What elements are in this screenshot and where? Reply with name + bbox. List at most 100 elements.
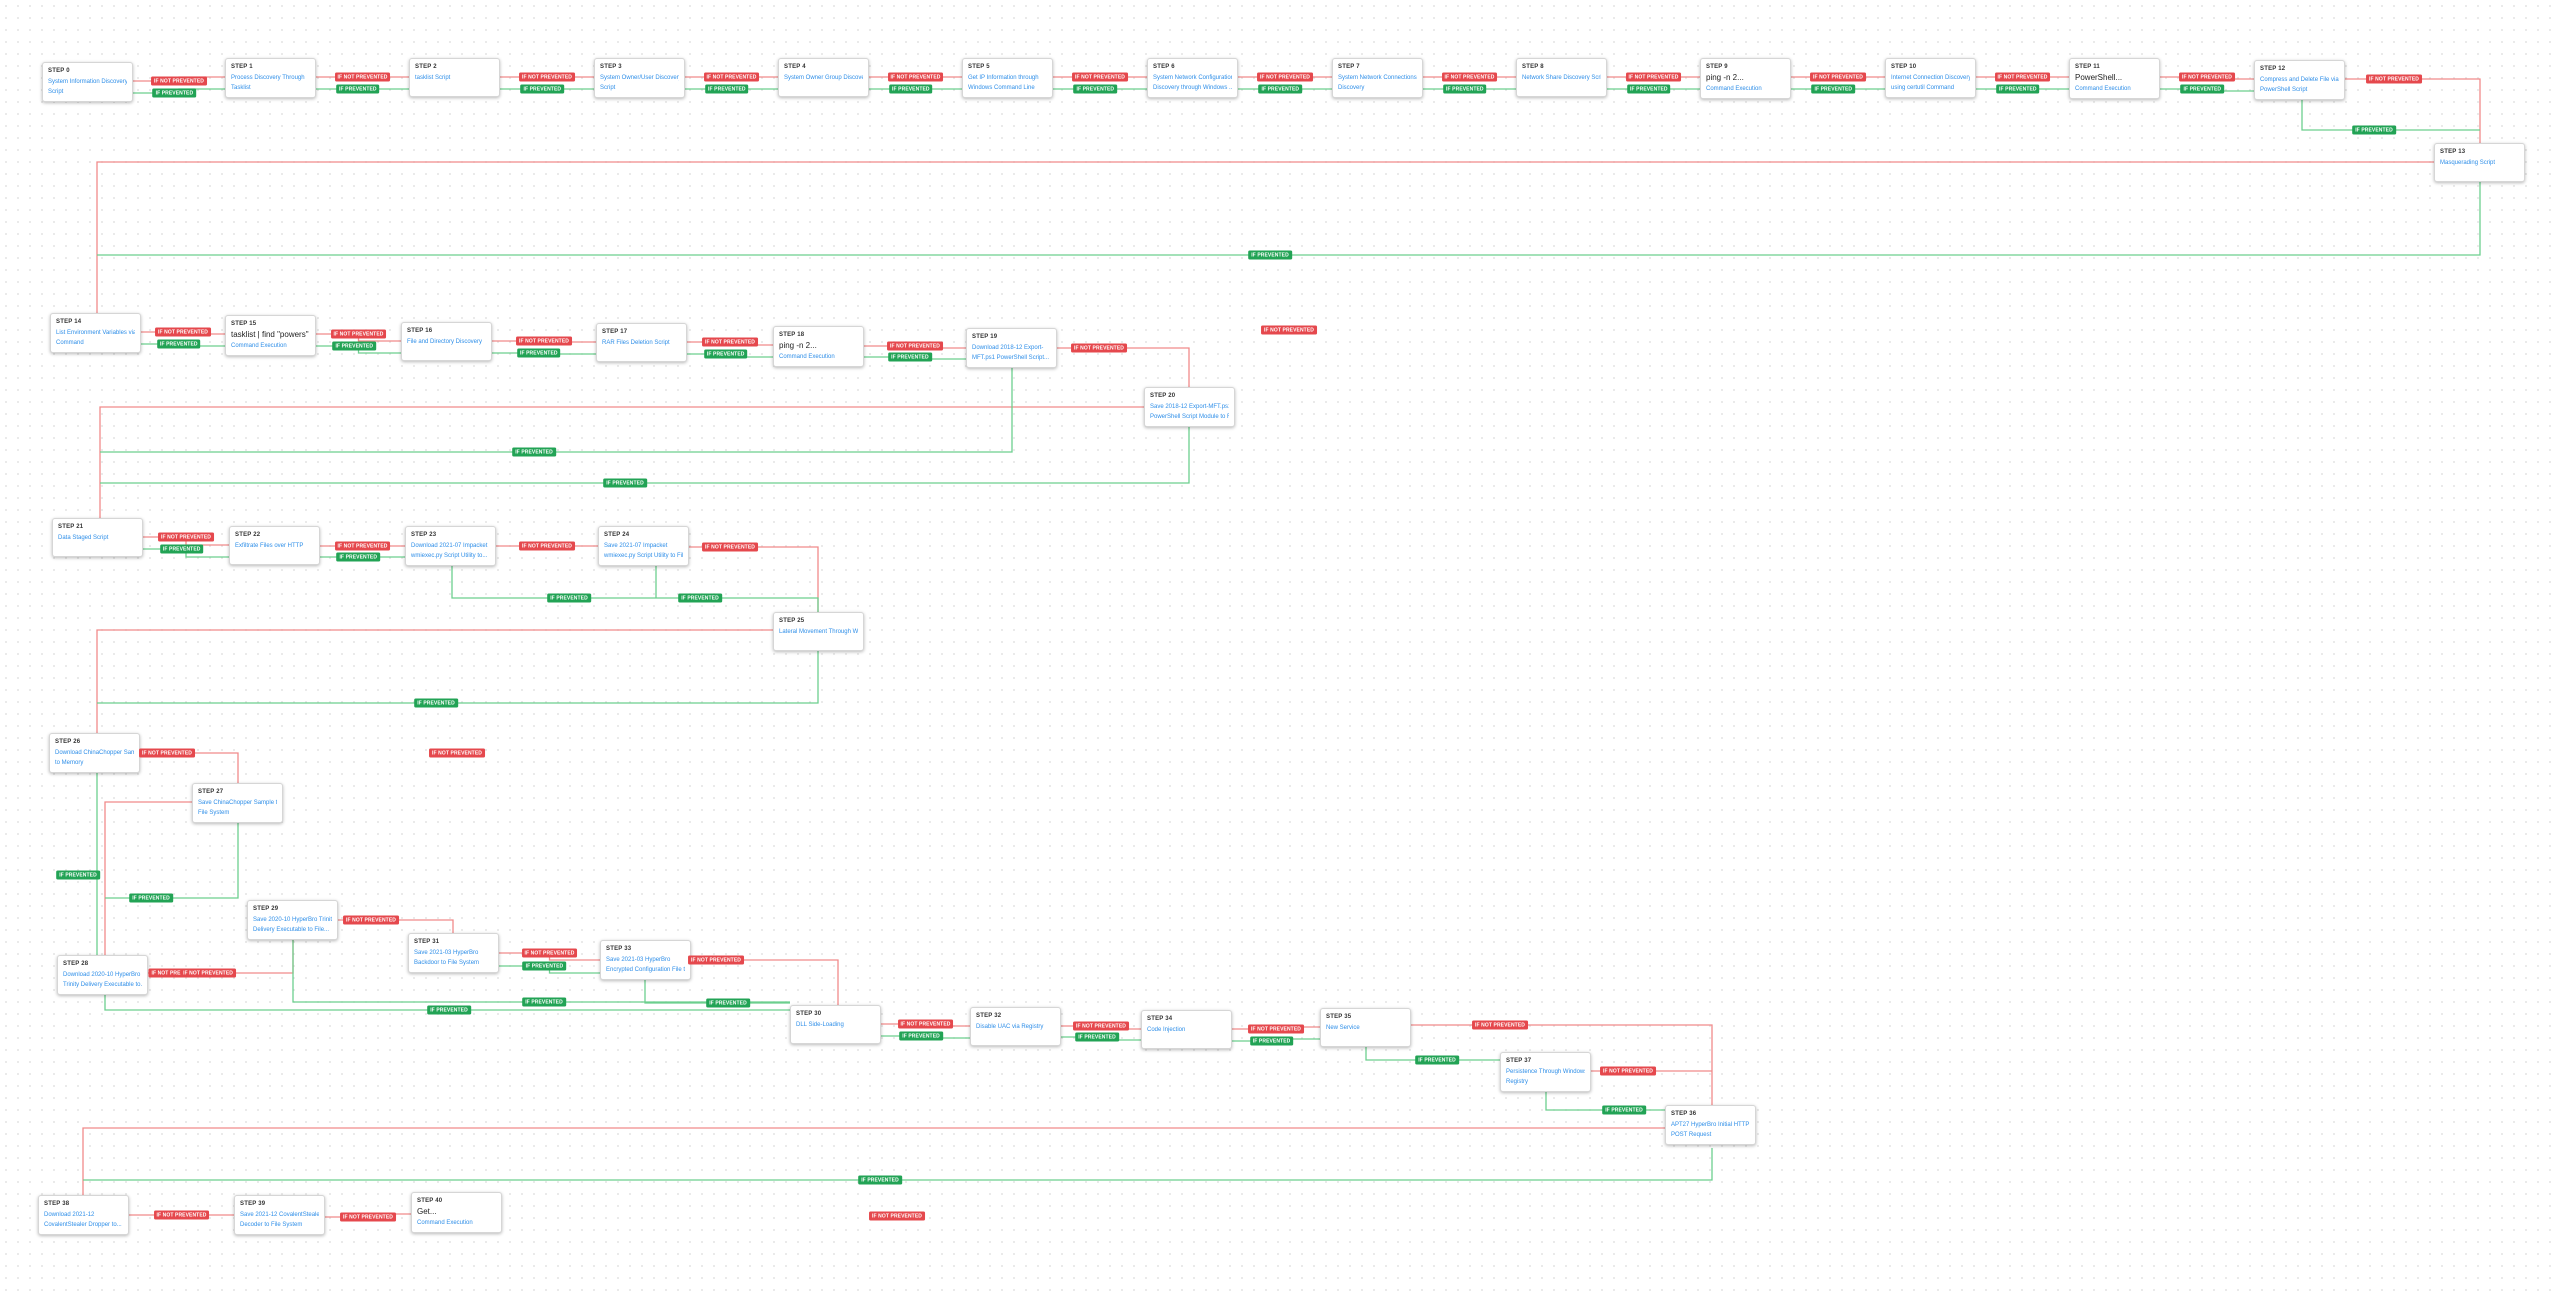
step-description-line2[interactable]: PowerShell Script <box>2260 87 2308 93</box>
step-description[interactable]: System Owner Group Discovery <box>784 75 863 81</box>
step-description[interactable]: Save 2021-03 HyperBro <box>606 957 671 963</box>
step-description[interactable]: Save 2020-10 HyperBro Trinity <box>253 917 332 923</box>
step-description-line2[interactable]: File System <box>198 810 230 816</box>
step-description[interactable]: Save 2021-12 CovalentStealer <box>240 1212 319 1218</box>
step-description[interactable]: Download 2021-12 <box>44 1212 95 1218</box>
step-description[interactable]: Command Execution <box>231 343 287 349</box>
step-description[interactable]: System Network Connections <box>1338 75 1417 81</box>
step-description-line2[interactable]: Backdoor to File System <box>414 960 480 966</box>
step-description-line2[interactable]: Script <box>600 85 616 91</box>
step-description[interactable]: File and Directory Discovery <box>407 339 483 345</box>
step-description[interactable]: Command Execution <box>1706 86 1762 92</box>
step-description[interactable]: Command Execution <box>2075 86 2131 92</box>
step-description[interactable]: Command Execution <box>779 354 835 360</box>
step-description[interactable]: Code Injection <box>1147 1027 1186 1033</box>
step-description[interactable]: Exfiltrate Files over HTTP <box>235 543 304 549</box>
step-description-line2[interactable]: Command <box>56 340 84 346</box>
step-description[interactable]: Command Execution <box>417 1220 473 1226</box>
step-description-line2[interactable]: Script <box>48 89 64 95</box>
step-description[interactable]: Disable UAC via Registry <box>976 1024 1044 1030</box>
step-description-line2[interactable]: to Memory <box>55 760 84 766</box>
step-description-line2[interactable]: Delivery Executable to File... <box>253 927 330 933</box>
step-description[interactable]: Process Discovery Through <box>231 75 305 81</box>
step-description[interactable]: Download ChinaChopper Sample <box>55 750 134 756</box>
step-description[interactable]: System Network Configuration <box>1153 75 1232 81</box>
step-description-line2[interactable]: CovalentStealer Dropper to... <box>44 1222 122 1228</box>
step-description[interactable]: Download 2018-12 Export- <box>972 345 1044 351</box>
step-description[interactable]: Save ChinaChopper Sample to <box>198 800 277 806</box>
step-description[interactable]: System Owner/User Discovery <box>600 75 679 81</box>
step-description[interactable]: List Environment Variables via set <box>56 330 135 336</box>
step-description[interactable]: Data Staged Script <box>58 535 109 541</box>
step-description-line2[interactable]: Tasklist <box>231 85 251 91</box>
step-description[interactable]: Lateral Movement Through WMI <box>779 629 858 635</box>
step-description[interactable]: Network Share Discovery Script <box>1522 75 1601 81</box>
step-description[interactable]: Compress and Delete File via <box>2260 77 2339 83</box>
step-description-line2[interactable]: MFT.ps1 PowerShell Script... <box>972 355 1050 361</box>
step-description-line2[interactable]: Decoder to File System <box>240 1222 303 1228</box>
step-description[interactable]: Save 2021-03 HyperBro <box>414 950 479 956</box>
step-description-line2[interactable]: PowerShell Script Module to Fi... <box>1150 414 1229 420</box>
step-description-line2[interactable]: Discovery <box>1338 85 1365 91</box>
step-description[interactable]: DLL Side-Loading <box>796 1022 844 1028</box>
step-description-line2[interactable]: Encrypted Configuration File to... <box>606 967 685 973</box>
step-description[interactable]: Internet Connection Discovery <box>1891 75 1970 81</box>
step-description[interactable]: Save 2018-12 Export-MFT.ps1 <box>1150 404 1229 410</box>
step-description[interactable]: Get IP Information through <box>968 75 1039 81</box>
step-description[interactable]: System Information Discovery <box>48 79 127 85</box>
step-description-line2[interactable]: wmiexec.py Script Utility to... <box>411 553 488 559</box>
step-description[interactable]: APT27 HyperBro Initial HTTP <box>1671 1122 1750 1128</box>
step-description[interactable]: RAR Files Deletion Script <box>602 340 670 346</box>
step-description[interactable]: Masquerading Script <box>2440 160 2496 166</box>
step-description[interactable]: Persistence Through Windows <box>1506 1069 1585 1075</box>
step-description[interactable]: Download 2020-10 HyperBro <box>63 972 141 978</box>
step-description[interactable]: Download 2021-07 Impacket <box>411 543 488 549</box>
step-description-line2[interactable]: Trinity Delivery Executable to... <box>63 982 142 988</box>
step-description-line2[interactable]: Registry <box>1506 1079 1529 1085</box>
step-description-line2[interactable]: using certutil Command <box>1891 85 1955 91</box>
step-description-line2[interactable]: wmiexec.py Script Utility to File... <box>604 553 683 559</box>
step-description-line2[interactable]: POST Request <box>1671 1132 1712 1138</box>
step-description[interactable]: Save 2021-07 Impacket <box>604 543 668 549</box>
step-description[interactable]: tasklist Script <box>415 75 451 81</box>
step-description-line2[interactable]: Discovery through Windows ... <box>1153 85 1232 91</box>
